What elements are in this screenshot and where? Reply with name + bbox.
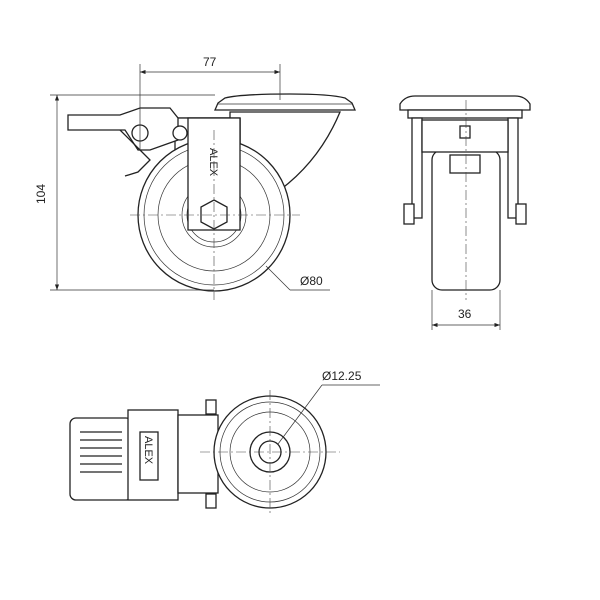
dimension-label: 36 [458,307,472,321]
bottom-view: ALEX [69,390,340,515]
dimension-label: Ø80 [300,274,323,288]
pivot-hole [172,125,188,141]
logo-plate [139,431,159,481]
fork-leg-left [411,117,423,219]
brand-logo: ALEX [207,148,219,177]
axle-nut-bottom [205,493,217,509]
brand-logo-bottom: ALEX [142,436,154,465]
front-view [399,95,531,300]
dimension-77: 77 [139,55,281,150]
kingpin [459,125,471,139]
dimension-104: 104 [34,94,215,291]
brake-pedal [69,417,133,501]
dimension-wheel-diameter: Ø80 [265,265,330,291]
axle-nut-right [515,203,527,225]
dimension-label: 77 [203,55,217,69]
top-plate-front [399,95,531,111]
brake-arm [119,129,151,177]
brake-lever [67,107,179,151]
dimension-label: Ø12.25 [322,369,362,383]
brake-shoe [449,154,481,174]
fork-body [177,414,219,494]
fork-leg-right [507,117,519,219]
plate-flange [407,109,523,119]
dimension-bolt-hole: Ø12.25 [277,369,380,445]
side-view: ALEX [67,93,356,300]
dimension-36: 36 [431,290,501,330]
dimension-label: 104 [34,184,48,204]
axle-nut-top [205,399,217,415]
top-plate [214,93,356,111]
axle-nut-left [403,203,415,225]
